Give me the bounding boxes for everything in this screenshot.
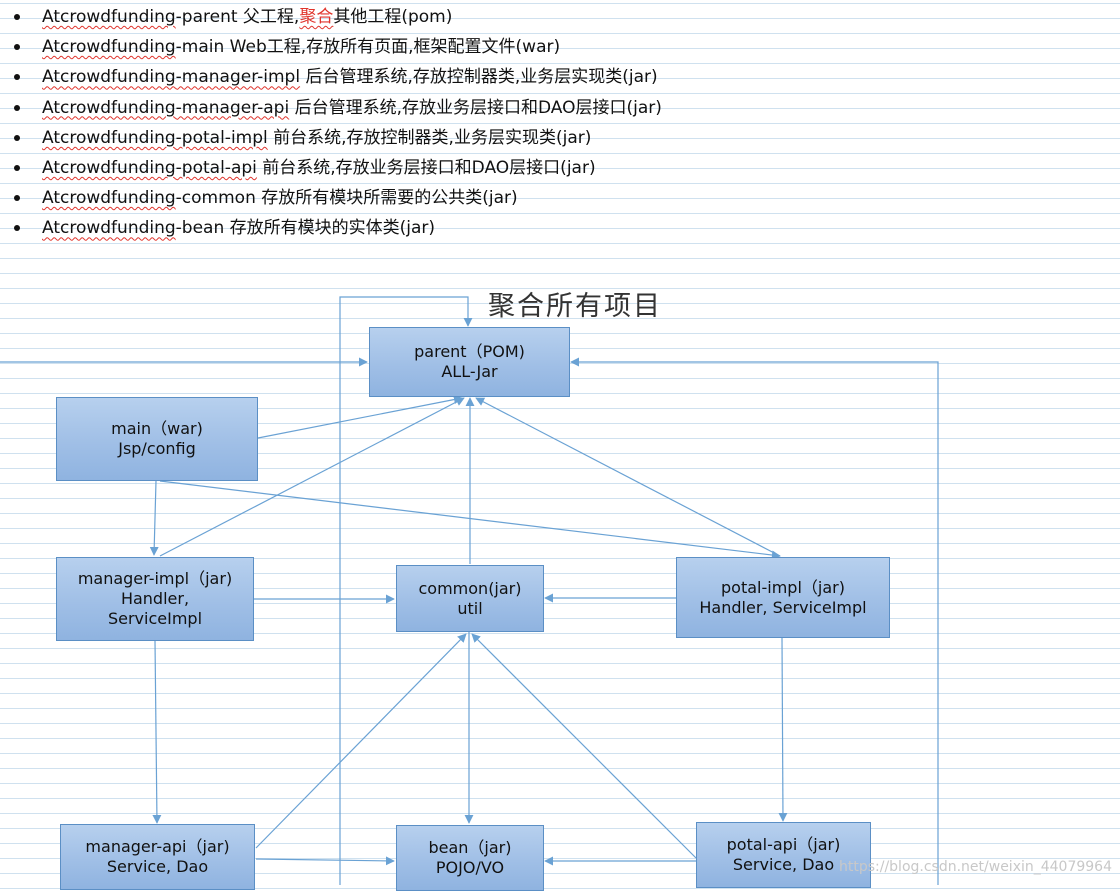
bullet-dot-icon: [14, 44, 20, 51]
bullet-module-name: -parent: [175, 7, 238, 27]
bullet-dot-icon: [14, 134, 20, 141]
bullet-item-parent: Atcrowdfunding-parent 父工程,聚合其他工程(pom): [14, 2, 662, 32]
bullet-project-name: Atcrowdfunding: [42, 7, 176, 27]
node-bean: bean（jar) POJO/VO: [396, 825, 544, 891]
bullet-project-name: Atcrowdfunding: [42, 37, 176, 58]
bullet-dot-icon: [14, 164, 20, 171]
potal-impl-to-parent-connector: [475, 397, 781, 557]
manager-api-to-bean-connector: [255, 856, 395, 866]
bullet-item-bean: Atcrowdfunding-bean 存放所有模块的实体类(jar): [14, 213, 662, 243]
right-frame-connector: [570, 357, 939, 885]
bullet-dot-icon: [14, 225, 20, 232]
manager-impl-to-parent-connector: [159, 397, 465, 557]
bullet-item-manager-impl: Atcrowdfunding-manager-impl 后台管理系统,存放控制器…: [14, 62, 662, 92]
aggregation-loop-connector: [339, 296, 473, 885]
bullet-description: 后台管理系统,存放控制器类,业务层实现类(jar): [300, 67, 658, 88]
bullet-description: Web工程,存放所有页面,框架配置文件(war): [224, 37, 561, 58]
node-parent-line2: ALL-Jar: [441, 362, 498, 381]
bullet-project-name: Atcrowdfunding: [42, 157, 176, 178]
node-potal-api-line1: potal-api（jar): [726, 835, 841, 854]
bullet-item-manager-api: Atcrowdfunding-manager-api 后台管理系统,存放业务层接…: [14, 93, 662, 123]
bullet-highlight: 聚合: [299, 7, 334, 27]
potal-api-to-common-connector: [471, 633, 697, 859]
node-parent: parent（POM) ALL-Jar: [369, 327, 570, 397]
bullet-module-name: -potal-impl: [175, 127, 268, 148]
bullet-module-name: -manager-api: [175, 97, 290, 118]
node-potal-impl-line1: potal-impl（jar): [721, 577, 845, 597]
node-manager-api-line1: manager-api（jar): [85, 837, 230, 856]
bullet-description: 前台系统,存放业务层接口和DAO层接口(jar): [256, 157, 596, 178]
bullet-dot-icon: [14, 195, 20, 202]
bullet-project-name: Atcrowdfunding: [42, 97, 176, 118]
node-potal-impl: potal-impl（jar) Handler, ServiceImpl: [676, 557, 890, 638]
bullet-item-main: Atcrowdfunding-main Web工程,存放所有页面,框架配置文件(…: [14, 32, 662, 62]
bullet-module-name: -bean: [175, 218, 225, 239]
node-manager-impl-line3: ServiceImpl: [107, 609, 203, 628]
bullet-item-potal-api: Atcrowdfunding-potal-api 前台系统,存放业务层接口和DA…: [14, 153, 662, 183]
main-to-parent-connector: [257, 395, 463, 439]
node-bean-line2: POJO/VO: [435, 858, 505, 877]
potal-impl-to-potal-api-connector: [778, 637, 788, 822]
bullet-project-name: Atcrowdfunding: [42, 127, 176, 148]
bullet-item-potal-impl: Atcrowdfunding-potal-impl 前台系统,存放控制器类,业务…: [14, 123, 662, 153]
bullet-project-name: Atcrowdfunding: [42, 218, 176, 239]
module-bullet-list: Atcrowdfunding-parent 父工程,聚合其他工程(pom) At…: [14, 2, 662, 244]
bullet-module-name: -manager-impl: [175, 67, 301, 88]
node-potal-api: potal-api（jar) Service, Dao: [696, 822, 871, 888]
node-common-line1: common(jar): [418, 578, 522, 598]
bullet-module-name: -potal-api: [175, 157, 257, 178]
manager-impl-to-manager-api-connector: [152, 640, 162, 824]
bullet-module-name: -main: [175, 37, 225, 58]
bullet-dot-icon: [14, 104, 20, 111]
node-potal-api-line2: Service, Dao: [732, 855, 835, 874]
bullet-description: 后台管理系统,存放业务层接口和DAO层接口(jar): [289, 97, 662, 118]
manager-api-to-common-connector: [255, 633, 467, 849]
bullet-description: 存放所有模块的实体类(jar): [224, 218, 436, 239]
node-potal-impl-line2: Handler, ServiceImpl: [699, 597, 867, 617]
diagram-title: 聚合所有项目: [488, 291, 662, 322]
bullet-module-name: -common: [175, 188, 256, 209]
bullet-project-name: Atcrowdfunding: [42, 188, 176, 209]
bullet-dot-icon: [14, 14, 20, 20]
node-manager-impl-line1: manager-impl（jar): [77, 569, 233, 588]
main-to-manager-impl-connector: [149, 480, 159, 556]
bullet-description: 父工程,: [237, 7, 300, 27]
node-main-line1: main（war): [111, 419, 203, 438]
node-parent-line1: parent（POM): [414, 342, 525, 361]
bullet-dot-icon: [14, 74, 20, 81]
node-main: main（war) Jsp/config: [56, 397, 258, 481]
bullet-item-common: Atcrowdfunding-common 存放所有模块所需要的公共类(jar): [14, 183, 662, 213]
node-manager-api-line2: Service, Dao: [106, 857, 209, 876]
node-bean-line1: bean（jar): [428, 838, 512, 857]
node-manager-api: manager-api（jar) Service, Dao: [60, 824, 255, 890]
node-common: common(jar) util: [396, 565, 544, 632]
main-to-potal-impl-connector: [159, 480, 781, 560]
watermark: https://blog.csdn.net/weixin_44079964: [838, 859, 1112, 875]
bullet-description: 存放所有模块所需要的公共类(jar): [255, 188, 518, 209]
bullet-description-rest: 其他工程(pom): [333, 7, 453, 27]
node-common-line2: util: [457, 598, 483, 618]
node-main-line2: Jsp/config: [118, 439, 196, 458]
bullet-project-name: Atcrowdfunding: [42, 67, 176, 88]
node-manager-impl: manager-impl（jar) Handler, ServiceImpl: [56, 557, 254, 641]
node-manager-impl-line2: Handler,: [120, 589, 190, 608]
bullet-description: 前台系统,存放控制器类,业务层实现类(jar): [267, 127, 592, 148]
